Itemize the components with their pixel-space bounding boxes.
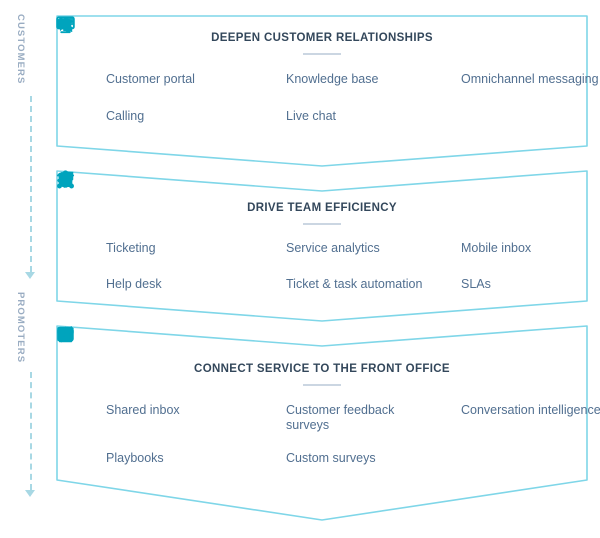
feature-label: Playbooks bbox=[106, 451, 164, 465]
service-hub-panels: DEEPEN CUSTOMER RELATIONSHIPS Customer p… bbox=[46, 0, 600, 538]
tag-icon bbox=[57, 171, 97, 260]
panel-title: DEEPEN CUSTOMER RELATIONSHIPS bbox=[211, 32, 433, 44]
feature-item-shared-inbox[interactable]: Shared inbox bbox=[57, 327, 258, 433]
title-divider bbox=[303, 223, 341, 225]
feature-item-ticketing[interactable]: Ticketing bbox=[57, 171, 258, 261]
feature-label: Ticket & task automation bbox=[286, 277, 423, 291]
axis-label-promoters: PROMOTERS bbox=[15, 292, 26, 364]
inbox-icon bbox=[57, 327, 97, 422]
panel-3-outline bbox=[56, 325, 588, 521]
graduation-cap-icon bbox=[56, 17, 277, 91]
panel-connect-service-to-front-office: CONNECT SERVICE TO THE FRONT OFFICE Shar… bbox=[56, 325, 600, 521]
feature-label: Ticketing bbox=[106, 241, 156, 255]
edit-square-icon bbox=[57, 325, 277, 470]
axis-arrow-customers bbox=[25, 272, 35, 279]
customer-journey-axis: CUSTOMERS PROMOTERS bbox=[0, 0, 46, 538]
panel-1-item-grid: Customer portal Knowledge base bbox=[56, 16, 599, 129]
panel-drive-team-efficiency: DRIVE TEAM EFFICIENCY Ticketing bbox=[56, 170, 588, 322]
feature-item-service-analytics[interactable]: Service analytics bbox=[59, 171, 433, 261]
panel-1-outline bbox=[56, 15, 588, 167]
feature-item-help-desk[interactable]: Help desk bbox=[59, 171, 258, 297]
title-divider bbox=[303, 53, 341, 55]
feature-label: Help desk bbox=[106, 277, 162, 291]
person-icon bbox=[59, 171, 97, 296]
feature-item-ticket-task-automation[interactable]: Ticket & task automation bbox=[57, 170, 433, 297]
feature-item-conversation-intelligence[interactable]: Conversation intelligence bbox=[59, 326, 600, 433]
chat-bubbles-icon bbox=[57, 17, 277, 128]
phone-icon bbox=[58, 16, 97, 128]
feature-item-live-chat[interactable]: Live chat bbox=[57, 17, 433, 129]
title-divider bbox=[303, 384, 341, 386]
feature-item-mobile-inbox[interactable]: Mobile inbox bbox=[58, 171, 600, 261]
feature-label: Calling bbox=[106, 109, 145, 123]
workflow-icon bbox=[57, 170, 277, 296]
feature-item-knowledge-base[interactable]: Knowledge base bbox=[56, 17, 433, 92]
feature-label: Mobile inbox bbox=[461, 241, 532, 255]
feature-label: SLAs bbox=[461, 277, 491, 291]
feature-label: Custom surveys bbox=[286, 451, 376, 465]
double-bolt-icon bbox=[59, 326, 452, 422]
omnichannel-messaging-icon bbox=[56, 18, 452, 91]
feature-label: Customer feedback surveys bbox=[286, 403, 395, 432]
feature-label: Live chat bbox=[286, 109, 337, 123]
feature-item-slas[interactable]: SLAs bbox=[56, 172, 600, 297]
feature-label: Omnichannel messaging bbox=[461, 72, 599, 86]
axis-dashed-line-customers bbox=[30, 96, 32, 272]
panel-title: DRIVE TEAM EFFICIENCY bbox=[247, 202, 397, 214]
alarm-clock-icon bbox=[56, 172, 452, 296]
lightbulb-icon bbox=[59, 171, 277, 260]
feature-label: Customer portal bbox=[106, 72, 195, 86]
phone-icon bbox=[58, 171, 452, 260]
feature-label: Knowledge base bbox=[286, 72, 379, 86]
feature-item-customer-feedback-surveys[interactable]: Customer feedback surveys bbox=[57, 327, 433, 433]
feature-item-omnichannel-messaging[interactable]: Omnichannel messaging bbox=[56, 18, 600, 92]
panel-2-item-grid: Ticketing Service analytics bbox=[56, 170, 588, 297]
monitor-icon bbox=[56, 16, 97, 91]
panel-title: CONNECT SERVICE TO THE FRONT OFFICE bbox=[194, 363, 450, 375]
axis-arrow-promoters bbox=[25, 490, 35, 497]
panel-3-item-grid: Shared inbox Customer feedback surveys bbox=[57, 325, 600, 471]
axis-label-customers: CUSTOMERS bbox=[15, 14, 26, 85]
feature-label: Conversation intelligence bbox=[461, 403, 600, 417]
heart-icon bbox=[57, 327, 277, 422]
feature-label: Shared inbox bbox=[106, 403, 180, 417]
feature-item-playbooks[interactable]: Playbooks bbox=[58, 326, 258, 471]
book-icon bbox=[58, 326, 97, 470]
feature-item-customer-portal[interactable]: Customer portal bbox=[56, 16, 258, 92]
axis-dashed-line-promoters bbox=[30, 372, 32, 490]
panel-deepen-customer-relationships: DEEPEN CUSTOMER RELATIONSHIPS Customer p… bbox=[56, 15, 599, 167]
feature-item-custom-surveys[interactable]: Custom surveys bbox=[57, 325, 433, 471]
panel-2-outline bbox=[56, 170, 588, 322]
feature-label: Service analytics bbox=[286, 241, 380, 255]
feature-item-calling[interactable]: Calling bbox=[58, 16, 258, 129]
